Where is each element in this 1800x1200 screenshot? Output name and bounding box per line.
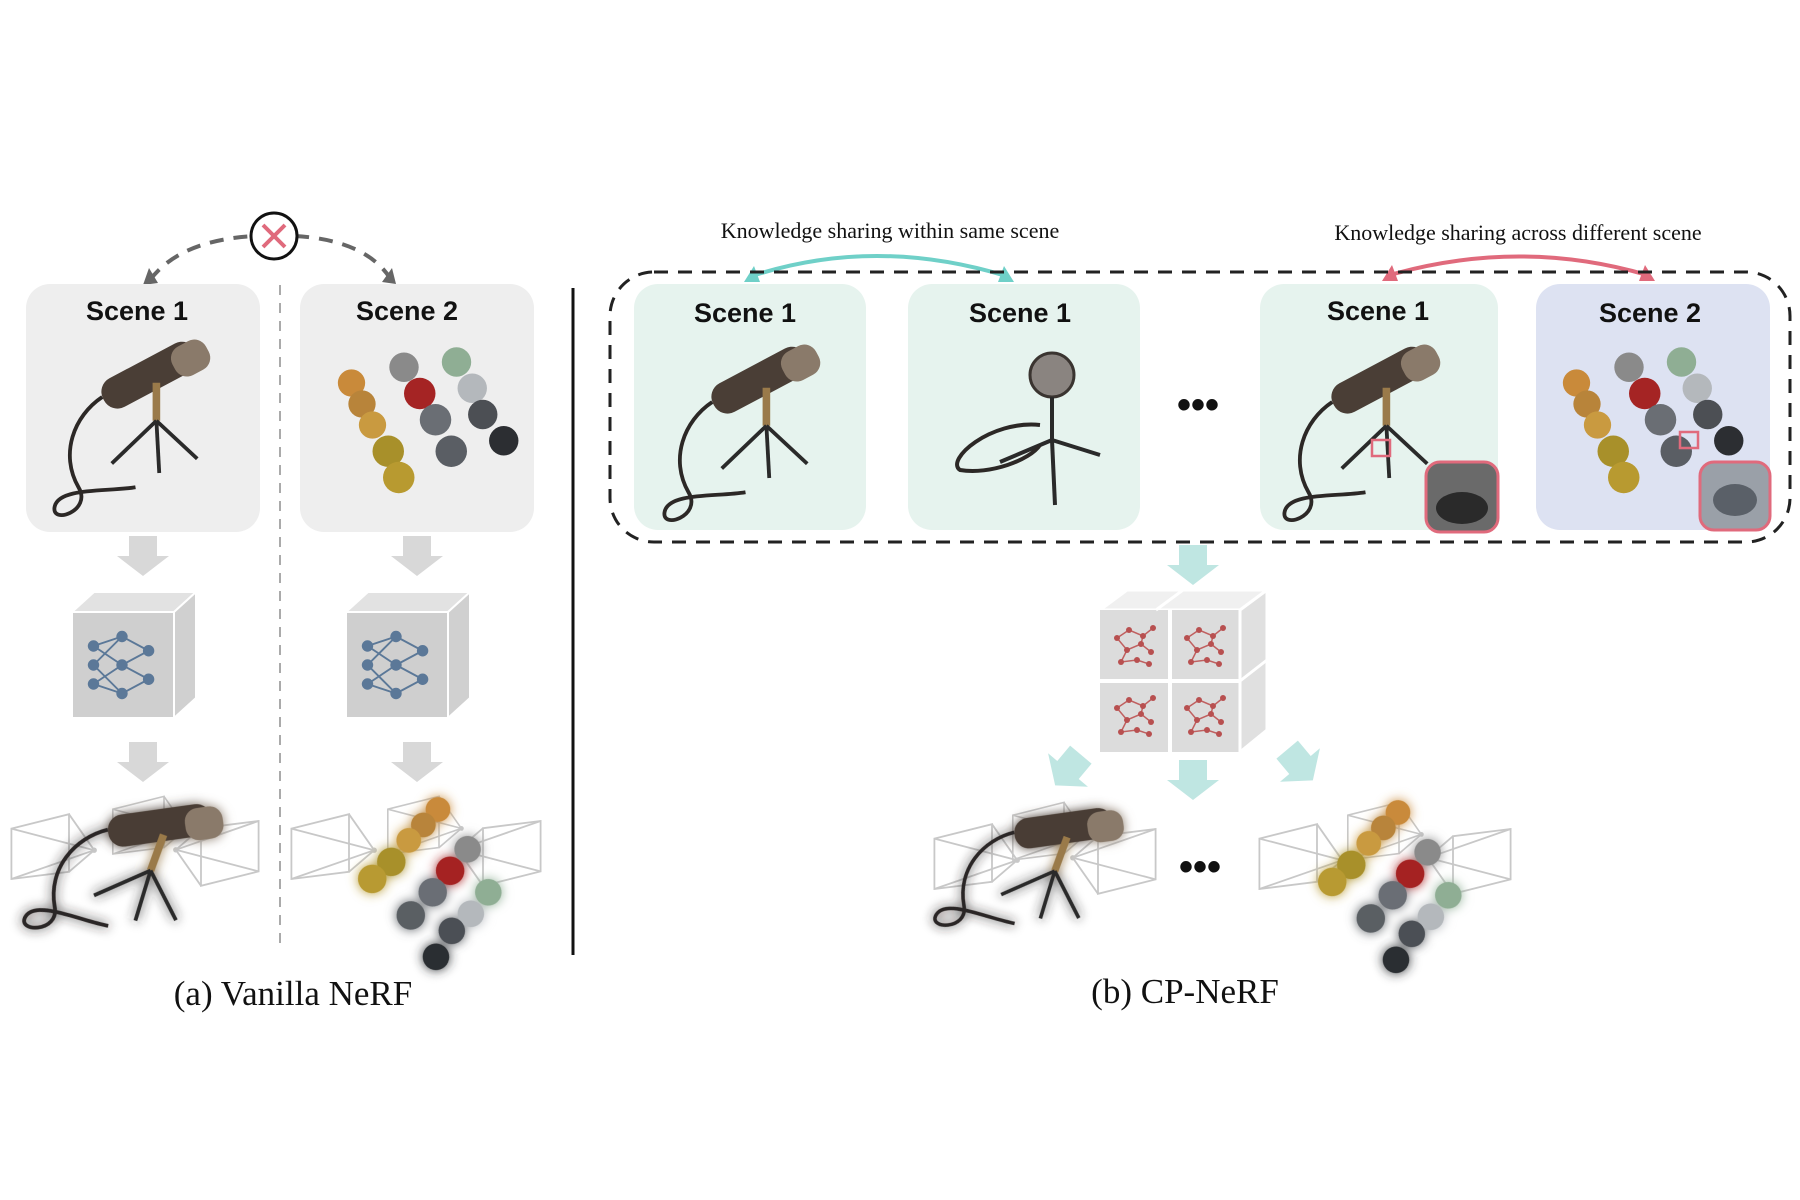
microphone-icon — [955, 351, 1101, 506]
render-output-b2 — [1258, 789, 1512, 989]
render-output-b1 — [931, 759, 1157, 976]
ellipsis-bottom: ••• — [1179, 845, 1221, 889]
camera-frustum-icon — [10, 813, 98, 880]
across-scene-arrow — [1382, 254, 1655, 281]
spheres-icon — [1300, 789, 1480, 989]
zoom-inset-icon — [1698, 460, 1772, 532]
note-across-scene: Knowledge sharing across different scene — [1334, 220, 1701, 245]
render-output-a1 — [10, 753, 260, 982]
cross-mark-icon — [249, 211, 299, 261]
neural-network-icon — [346, 592, 470, 718]
microphone-icon — [20, 753, 237, 982]
scene-label-a2: Scene 2 — [356, 296, 458, 326]
zoom-inset-icon — [1424, 460, 1500, 534]
scene-label-b4: Scene 2 — [1599, 298, 1701, 328]
flow-arrow-a2-top — [391, 536, 443, 576]
flow-arrow-b-right — [1267, 732, 1333, 798]
panel-a-vanilla-nerf: Scene 1 Scene 2 (a) Vanilla NeRF — [10, 211, 542, 1013]
within-scene-arrow — [744, 254, 1014, 282]
scene-card-b2 — [908, 284, 1140, 530]
flow-arrow-a2-bottom — [391, 742, 443, 782]
scene-group-enclosure — [608, 270, 1792, 544]
caption-a: (a) Vanilla NeRF — [174, 974, 412, 1013]
shared-grid-icon — [1095, 587, 1272, 756]
flow-arrow-b-top — [1167, 545, 1219, 585]
scene-label-a1: Scene 1 — [86, 296, 188, 326]
note-within-scene: Knowledge sharing within same scene — [721, 218, 1059, 243]
spheres-icon — [340, 786, 520, 986]
scene-label-b2: Scene 1 — [969, 298, 1071, 328]
scene-label-b3: Scene 1 — [1327, 296, 1429, 326]
zoom-highlight-box — [1370, 438, 1392, 458]
panel-b-cp-nerf: Knowledge sharing within same scene Know… — [608, 218, 1792, 1011]
zoom-highlight-box — [1678, 430, 1700, 450]
ellipsis-top: ••• — [1177, 383, 1219, 427]
microphone-icon — [931, 759, 1137, 976]
camera-frustum-icon — [1424, 828, 1512, 895]
flow-arrow-a1-bottom — [117, 742, 169, 782]
scene-label-b1: Scene 1 — [694, 298, 796, 328]
caption-b: (b) CP-NeRF — [1091, 972, 1279, 1011]
render-output-a2 — [290, 786, 542, 986]
flow-arrow-b-left — [1035, 737, 1101, 803]
flow-arrow-a1-top — [117, 536, 169, 576]
flow-arrow-b-center — [1167, 760, 1219, 800]
no-sharing-arrows — [143, 234, 396, 285]
neural-network-icon — [72, 592, 196, 718]
